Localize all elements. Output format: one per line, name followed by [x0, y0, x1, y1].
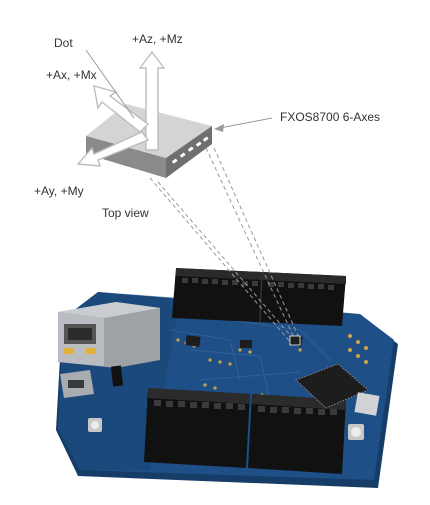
sensor-name-label: FXOS8700 6-Axes [280, 110, 381, 124]
dot-leader-line [85, 49, 135, 119]
axis-arrows [76, 50, 166, 167]
dev-board [56, 268, 398, 488]
sensor-footprint [289, 335, 301, 346]
bottom-right-header [248, 394, 346, 474]
user-button [88, 418, 102, 432]
sd-slot [354, 392, 380, 416]
zoom-leader-lines [149, 147, 301, 345]
sensor-leader-arrow [214, 117, 273, 132]
az-mz-label: +Az, +Mz [132, 32, 183, 46]
usb-connector [60, 370, 94, 398]
small-chip [185, 335, 201, 347]
small-chip [240, 340, 252, 348]
dot-label: Dot [54, 36, 73, 50]
jumper [110, 365, 124, 387]
sensor-pins [171, 136, 209, 164]
sensor-side-face [86, 136, 166, 178]
ethernet-jack [58, 302, 160, 368]
top-header [172, 268, 346, 326]
y-axis-arrow [76, 131, 150, 167]
reset-button [348, 424, 364, 440]
top-view-label: Top view [102, 206, 149, 220]
sensor-front-face [166, 126, 212, 178]
bottom-left-header [144, 388, 250, 468]
mcu-chip [295, 363, 369, 409]
ax-mx-label: +Ax, +Mx [46, 68, 97, 82]
ay-my-label: +Ay, +My [34, 184, 84, 198]
x-axis-arrow [93, 85, 150, 133]
